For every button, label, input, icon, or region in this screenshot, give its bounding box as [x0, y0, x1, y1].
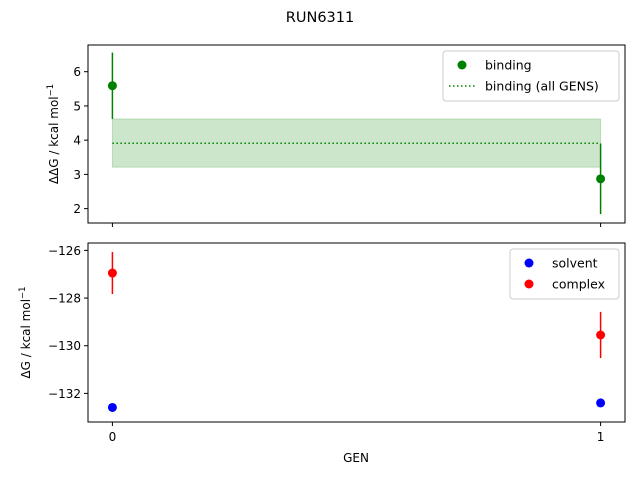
y-axis-label: ΔG / kcal mol−1: [18, 286, 33, 378]
y-tick-label: 6: [73, 65, 81, 79]
chart-title: RUN6311: [286, 10, 354, 26]
legend-marker-solvent: [524, 258, 534, 268]
axes-frame: [87, 44, 626, 224]
legend-frame: [442, 50, 620, 102]
x-tick-label: 1: [597, 430, 605, 444]
data-point-complex: [596, 330, 606, 340]
y-axis-label-superscript: −1: [18, 286, 28, 299]
y-tick-label: 5: [73, 99, 81, 113]
y-tick-label: −132: [48, 387, 81, 401]
data-point-binding: [107, 81, 117, 91]
data-point-binding: [596, 174, 606, 184]
y-tick-label: −128: [48, 292, 81, 306]
legend-frame: [509, 248, 620, 300]
y-axis-label: ΔΔG / kcal mol−1: [46, 84, 61, 184]
axes-frame: [87, 242, 626, 423]
legend-marker-complex: [524, 279, 534, 289]
x-tick-label: 0: [109, 430, 117, 444]
panel-2: −126 −128 −130 −132 0 1 ΔG / kcal mol−1 solvent…: [18, 242, 626, 444]
data-point-solvent: [596, 398, 606, 408]
y-axis-label-text: ΔG / kcal mol: [19, 299, 33, 379]
y-tick-label: 4: [73, 134, 81, 148]
y-tick-label: 3: [73, 168, 81, 182]
data-point-complex: [107, 268, 117, 278]
legend-label: solvent: [552, 256, 598, 271]
data-point-solvent: [107, 402, 117, 412]
y-axis-label-text: ΔΔG / kcal mol: [47, 96, 61, 184]
legend-marker-binding: [457, 60, 467, 70]
y-tick-label: −130: [48, 339, 81, 353]
legend-label: binding (all GENS): [485, 79, 599, 94]
legend-label: complex: [552, 277, 605, 292]
y-tick-label: −126: [48, 244, 81, 258]
legend-label: binding: [485, 58, 532, 73]
y-tick-label: 2: [73, 202, 81, 216]
y-axis-label-superscript: −1: [46, 84, 56, 97]
x-axis-label: GEN: [343, 451, 369, 465]
legend: binding binding (all GENS): [442, 50, 620, 102]
legend: solvent complex: [509, 248, 620, 300]
